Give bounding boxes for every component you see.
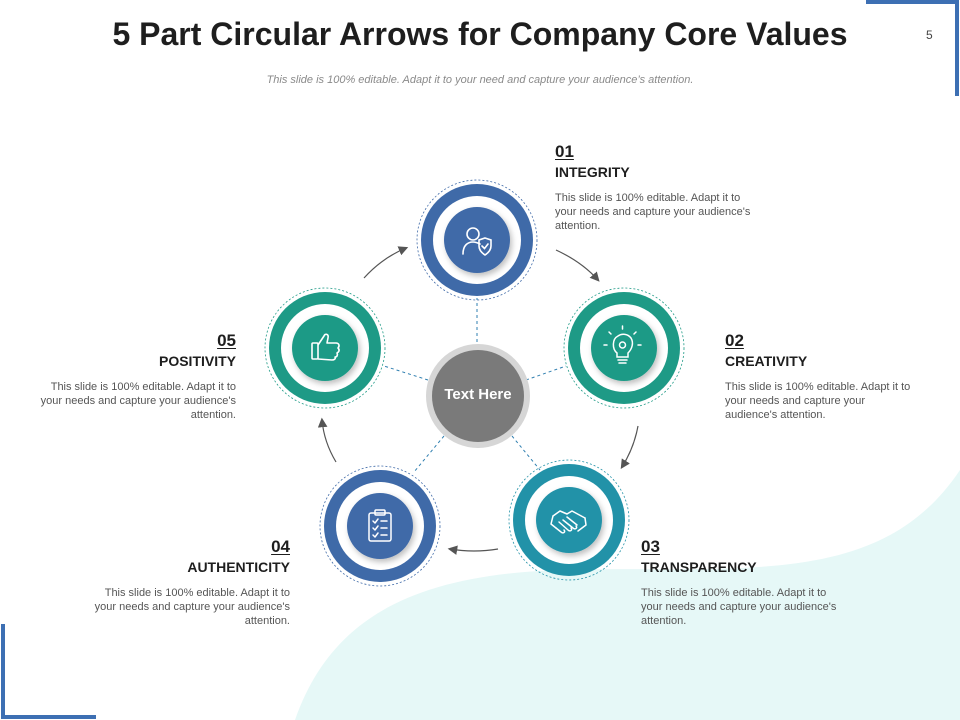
item-description: This slide is 100% editable. Adapt it to…: [94, 587, 290, 627]
center-hub: [426, 344, 530, 448]
connector-lines: [383, 298, 567, 473]
item-number: 03: [641, 537, 660, 556]
node-04[interactable]: [319, 465, 441, 587]
user-shield-icon: [462, 227, 492, 256]
connector-line-05: [383, 365, 429, 381]
node-02[interactable]: [563, 287, 685, 409]
item-positivity: 05 POSITIVITY This slide is 100% editabl…: [36, 331, 236, 422]
lightbulb-gear-icon: [603, 325, 642, 364]
page-number: 5: [926, 28, 933, 42]
arrow-01-to-02: [555, 249, 600, 282]
clipboard-checklist-icon: [368, 509, 392, 542]
slide-subtitle: This slide is 100% editable. Adapt it to…: [266, 74, 694, 86]
arrow-02-to-03: [620, 425, 639, 470]
center-label: Text Here: [444, 386, 512, 403]
connector-line-03: [511, 435, 541, 471]
corner-frame-top-right: [866, 0, 959, 96]
corner-frame-bottom-left: [1, 624, 96, 719]
item-description: This slide is 100% editable. Adapt it to…: [641, 587, 837, 627]
arrow-04-to-05: [317, 417, 337, 463]
item-heading: TRANSPARENCY: [641, 559, 757, 575]
item-description: This slide is 100% editable. Adapt it to…: [40, 381, 236, 421]
item-number: 04: [271, 537, 290, 556]
thumbs-up-icon: [311, 333, 340, 361]
item-description: This slide is 100% editable. Adapt it to…: [725, 381, 911, 421]
node-03[interactable]: [508, 459, 630, 581]
node-01[interactable]: [416, 179, 538, 301]
item-heading: INTEGRITY: [555, 164, 630, 180]
background-tint-shape: [295, 470, 960, 720]
handshake-icon: [550, 510, 587, 534]
slide-title: 5 Part Circular Arrows for Company Core …: [112, 16, 848, 52]
arrow-03-to-04: [447, 545, 499, 555]
item-creativity: 02 CREATIVITY This slide is 100% editabl…: [725, 331, 920, 422]
item-number: 05: [217, 331, 236, 350]
item-description: This slide is 100% editable. Adapt it to…: [555, 192, 751, 232]
item-integrity: 01 INTEGRITY This slide is 100% editable…: [555, 142, 755, 233]
cycle-arrows: [317, 246, 639, 555]
item-authenticity: 04 AUTHENTICITY This slide is 100% edita…: [90, 537, 290, 628]
item-heading: POSITIVITY: [158, 353, 236, 369]
arrow-05-to-01: [363, 246, 409, 279]
connector-line-04: [413, 435, 445, 473]
item-number: 02: [725, 331, 744, 350]
item-heading: AUTHENTICITY: [187, 559, 290, 575]
item-transparency: 03 TRANSPARENCY This slide is 100% edita…: [641, 537, 841, 628]
node-05[interactable]: [264, 287, 386, 409]
item-heading: CREATIVITY: [725, 353, 808, 369]
connector-line-02: [525, 365, 567, 381]
item-number: 01: [555, 142, 574, 161]
